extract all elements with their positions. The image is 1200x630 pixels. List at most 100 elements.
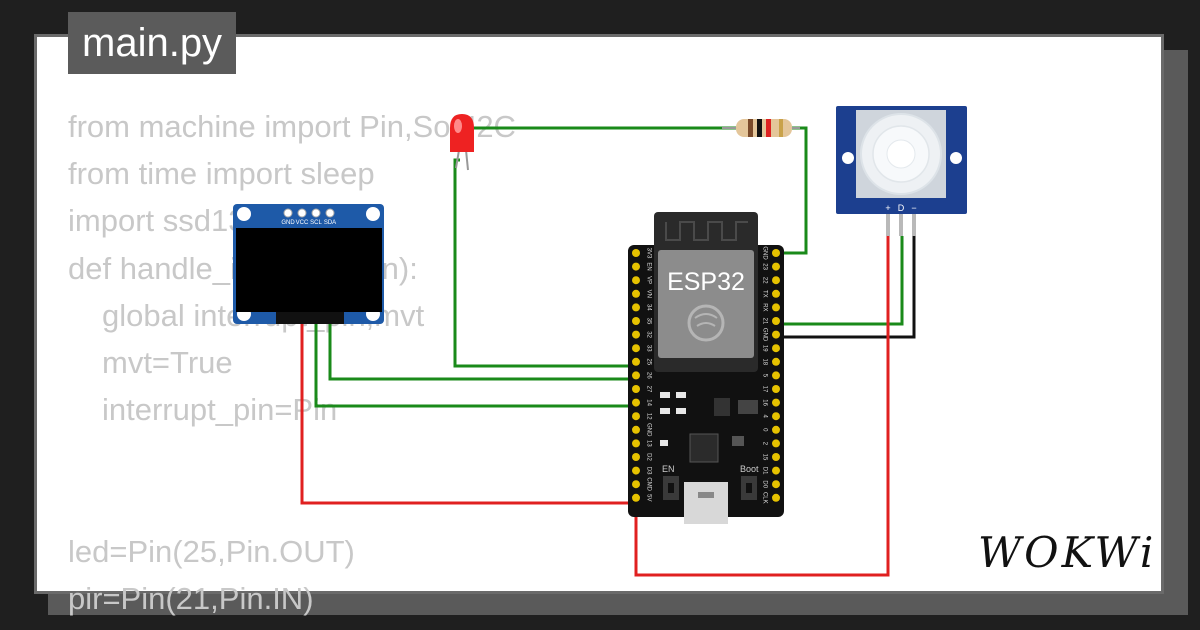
header-pin[interactable] bbox=[772, 371, 780, 380]
pin-label: D1 bbox=[761, 467, 767, 475]
header-pin[interactable] bbox=[632, 330, 640, 339]
header-pin[interactable] bbox=[632, 439, 640, 448]
pin-label: 5V bbox=[645, 494, 651, 501]
code-line: pir=Pin(21,Pin.IN) bbox=[68, 580, 314, 616]
header-pin[interactable] bbox=[772, 480, 780, 489]
pin-label: D0 bbox=[761, 480, 767, 488]
wire-pir-vcc[interactable] bbox=[634, 236, 890, 577]
oled-pin[interactable] bbox=[311, 208, 321, 218]
header-pin[interactable] bbox=[772, 425, 780, 434]
pin-label: 25 bbox=[645, 358, 651, 365]
pin-label: 22 bbox=[761, 277, 767, 284]
pin-label: 19 bbox=[761, 345, 767, 352]
pin-label: 15 bbox=[761, 454, 767, 461]
pir-pin[interactable] bbox=[912, 214, 916, 236]
pin-label: 2 bbox=[761, 442, 767, 446]
header-pin[interactable] bbox=[632, 493, 640, 502]
code-line: from machine import Pin,SoftI2C bbox=[68, 109, 516, 144]
header-pin[interactable] bbox=[772, 317, 780, 325]
header-pin[interactable] bbox=[632, 480, 640, 489]
header-pin[interactable] bbox=[772, 466, 780, 475]
header-pin[interactable] bbox=[772, 357, 780, 366]
header-pin[interactable] bbox=[632, 303, 640, 312]
header-pin[interactable] bbox=[772, 439, 780, 448]
pin-label: 4 bbox=[761, 415, 767, 419]
header-pin[interactable] bbox=[632, 371, 640, 380]
wire-pir-data[interactable] bbox=[780, 236, 904, 326]
pin-label: 16 bbox=[761, 399, 767, 406]
pir-pin[interactable] bbox=[899, 214, 903, 236]
code-line: led=Pin(25,Pin.OUT) bbox=[68, 533, 355, 569]
pin-label: VP bbox=[645, 276, 651, 284]
pin-label: 35 bbox=[645, 318, 651, 325]
pin-label: EN bbox=[645, 262, 651, 270]
code-line: interrupt_pin=Pin bbox=[102, 392, 338, 428]
pin-label: D2 bbox=[645, 453, 651, 461]
pin-label: 33 bbox=[645, 345, 651, 352]
header-pin[interactable] bbox=[772, 385, 780, 393]
header-pin[interactable] bbox=[772, 262, 780, 271]
pin-label: 27 bbox=[645, 386, 651, 393]
usb-port bbox=[684, 482, 728, 524]
wokwi-logo: WOKWi bbox=[978, 528, 1157, 577]
header-pin[interactable] bbox=[772, 303, 780, 312]
pir-sensor[interactable]: + D− bbox=[836, 106, 967, 236]
red-led[interactable] bbox=[450, 114, 474, 171]
wire-pir-ground[interactable] bbox=[780, 236, 916, 339]
header-pin[interactable] bbox=[772, 249, 780, 257]
file-tab[interactable]: main.py bbox=[68, 12, 237, 74]
code-preview: from machine import Pin,SoftI2C from time… bbox=[68, 103, 628, 616]
header-pin[interactable] bbox=[772, 344, 780, 353]
header-pin[interactable] bbox=[632, 289, 640, 298]
resistor[interactable] bbox=[722, 119, 800, 137]
pin-label: 23 bbox=[761, 263, 767, 270]
header-pin[interactable] bbox=[772, 412, 780, 421]
header-pin[interactable] bbox=[772, 398, 780, 407]
header-pin[interactable] bbox=[632, 385, 640, 393]
header-pin[interactable] bbox=[632, 357, 640, 366]
pin-label: 26 bbox=[645, 372, 651, 379]
pin-label: CMD bbox=[645, 477, 651, 491]
pin-label: GND bbox=[761, 328, 767, 342]
oled-pin[interactable] bbox=[283, 208, 293, 218]
esp32-board[interactable]: ESP32 EN Boot 3V3ENVPVN34353233252627141… bbox=[628, 212, 784, 524]
pir-pin[interactable] bbox=[886, 214, 890, 236]
wire-resistor-to-gnd[interactable] bbox=[780, 126, 808, 255]
boot-label: Boot bbox=[740, 464, 759, 474]
header-pin[interactable] bbox=[632, 249, 640, 257]
header-pin[interactable] bbox=[772, 276, 780, 285]
pir-pin-label: − bbox=[911, 203, 916, 213]
header-pin[interactable] bbox=[632, 344, 640, 353]
espressif-logo-icon bbox=[687, 304, 725, 342]
oled-pin-label: SDA bbox=[324, 220, 336, 226]
header-pin[interactable] bbox=[632, 466, 640, 475]
pin-label: VN bbox=[645, 290, 651, 298]
code-line: from time import sleep bbox=[68, 156, 375, 192]
header-pin[interactable] bbox=[632, 262, 640, 271]
header-pin[interactable] bbox=[772, 453, 780, 461]
header-pin[interactable] bbox=[632, 425, 640, 434]
oled-pin[interactable] bbox=[297, 208, 307, 218]
header-pin[interactable] bbox=[632, 317, 640, 325]
oled-pin[interactable] bbox=[325, 208, 335, 218]
pir-pin-label: + bbox=[885, 203, 890, 213]
header-pin[interactable] bbox=[632, 276, 640, 285]
header-pin[interactable] bbox=[772, 330, 780, 339]
pir-pin-label: D bbox=[898, 203, 905, 213]
code-line: mvt=True bbox=[102, 344, 233, 380]
header-pin[interactable] bbox=[632, 398, 640, 407]
pin-label: CLK bbox=[761, 492, 767, 504]
pin-label: 18 bbox=[761, 358, 767, 365]
header-pin[interactable] bbox=[632, 453, 640, 461]
pin-label: 3V3 bbox=[645, 248, 651, 259]
pin-label: GND bbox=[645, 423, 651, 437]
oled-screen bbox=[236, 228, 382, 312]
header-pin[interactable] bbox=[772, 493, 780, 502]
wire-led-to-gpio25[interactable] bbox=[453, 158, 636, 368]
pin-label: D3 bbox=[645, 467, 651, 475]
header-pin[interactable] bbox=[772, 289, 780, 298]
header-pin[interactable] bbox=[632, 412, 640, 421]
pin-label: GND bbox=[761, 246, 767, 260]
